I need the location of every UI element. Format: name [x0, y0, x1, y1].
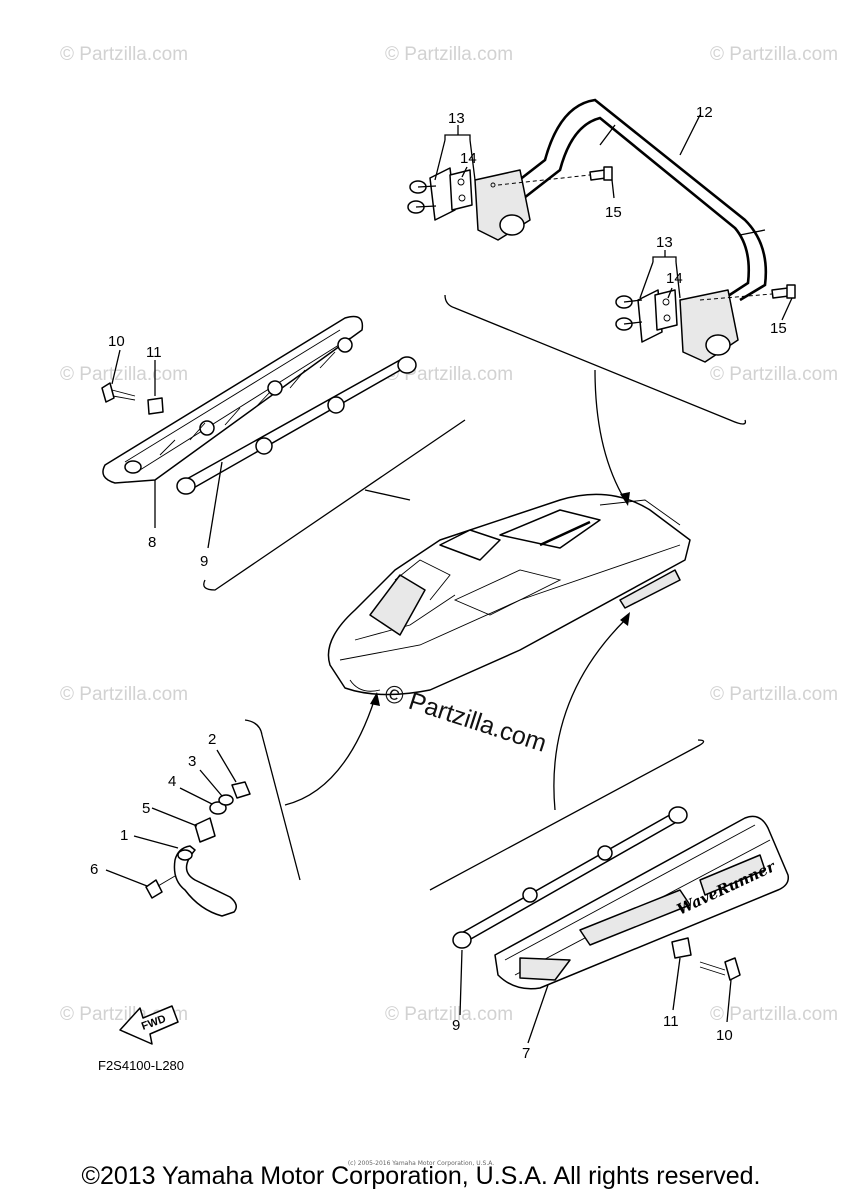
- part-label: 11: [146, 344, 162, 361]
- watermark: © Partzilla.com: [60, 684, 188, 705]
- part-label: 9: [200, 553, 208, 570]
- part-label: 4: [168, 773, 176, 790]
- figure-code: F2S4100-L280: [98, 1058, 184, 1073]
- small-copyright: (c) 2005-2016 Yamaha Motor Corporation, …: [347, 1160, 495, 1167]
- watermark: © Partzilla.com: [60, 44, 188, 65]
- left-rail-group: [101, 315, 466, 591]
- grab-handle: [499, 98, 768, 302]
- copyright-notice: ©2013 Yamaha Motor Corporation, U.S.A. A…: [81, 1162, 761, 1190]
- part-label: 8: [148, 534, 156, 551]
- fwd-arrow: FWD: [119, 1005, 179, 1045]
- part-label: 14: [666, 270, 683, 287]
- part-label: 10: [108, 333, 125, 350]
- watermark: © Partzilla.com: [60, 364, 188, 385]
- rail-cover-left: [102, 315, 364, 484]
- right-rail-group: WaveRunner: [429, 739, 790, 1044]
- part-label: 6: [90, 861, 98, 878]
- part-label: 10: [716, 1027, 733, 1044]
- watermark: © Partzilla.com: [710, 1004, 838, 1025]
- watermark: © Partzilla.com: [710, 684, 838, 705]
- watermark: © Partzilla.com: [710, 364, 838, 385]
- watermark: © Partzilla.com: [385, 44, 513, 65]
- part-label: 14: [460, 150, 477, 167]
- part-label: 15: [605, 204, 622, 221]
- part-label: 2: [208, 731, 216, 748]
- part-label: 9: [452, 1017, 460, 1034]
- part-label: 12: [696, 104, 713, 121]
- tow-hook-group: [105, 719, 301, 917]
- watermark-layer: © Partzilla.com © Partzilla.com © Partzi…: [60, 44, 838, 1025]
- part-label: 7: [522, 1045, 530, 1062]
- part-label: 11: [663, 1013, 679, 1030]
- part-label: 13: [656, 234, 673, 251]
- part-label: 3: [188, 753, 196, 770]
- rail-cover-right: [494, 815, 790, 990]
- watermark-main: © Partzilla.com: [381, 679, 550, 758]
- part-numbers: 13 14 12 15 13 14 15 10 11 8 9 2 3 4 5 1…: [90, 104, 787, 1062]
- part-label: 5: [142, 800, 150, 817]
- part-label: 13: [448, 110, 465, 127]
- watercraft-illustration: © Partzilla.com: [284, 369, 691, 811]
- part-label: 15: [770, 320, 787, 337]
- rear-handle-group: [407, 98, 796, 425]
- watermark: © Partzilla.com: [385, 1004, 513, 1025]
- watermark: © Partzilla.com: [385, 364, 513, 385]
- watermark: © Partzilla.com: [710, 44, 838, 65]
- part-label: 1: [120, 827, 128, 844]
- tow-hook: [173, 845, 237, 917]
- watercraft-hull: [327, 493, 691, 696]
